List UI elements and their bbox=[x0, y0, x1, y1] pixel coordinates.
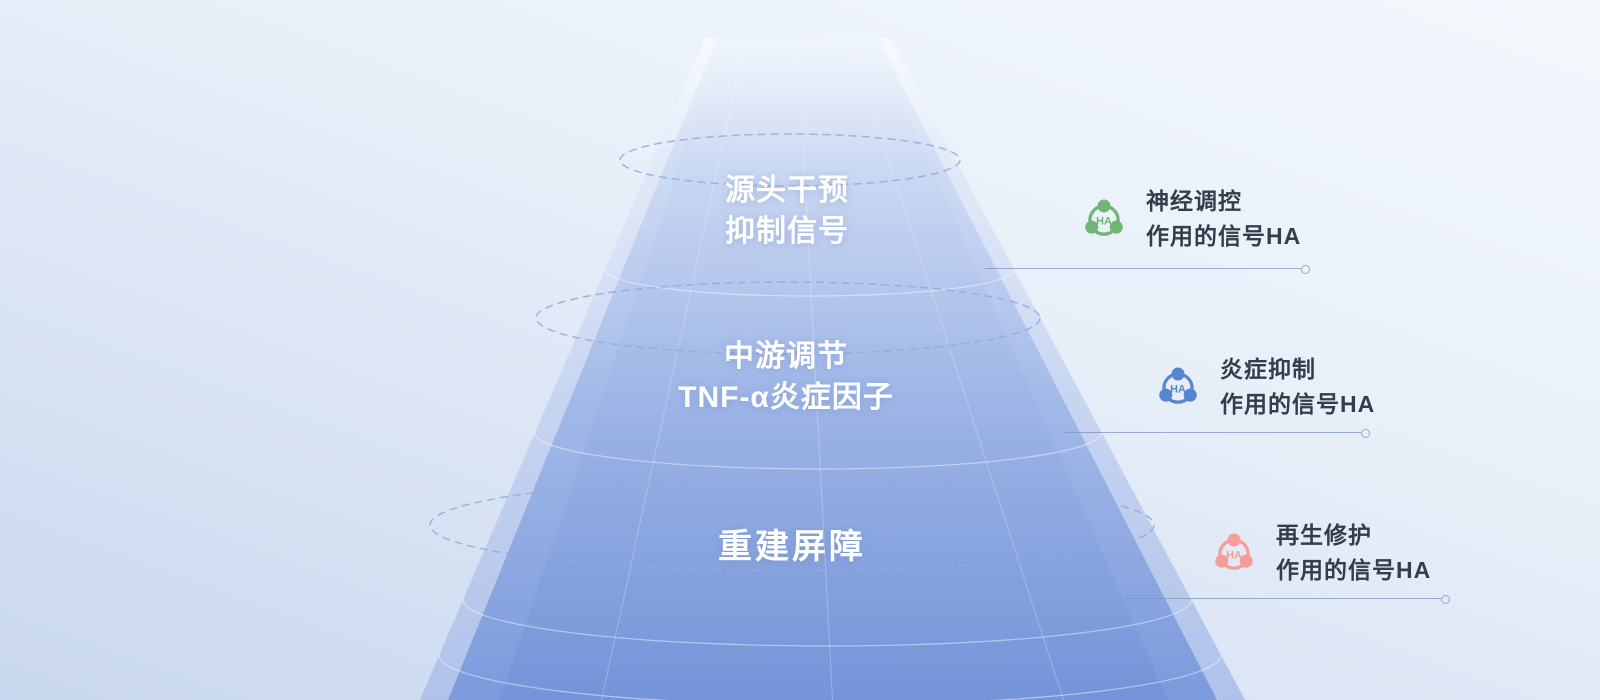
callout-subtitle: 作用的信号HA bbox=[1146, 223, 1302, 249]
ha-molecule-icon: HA bbox=[1078, 193, 1130, 245]
leader-line-2 bbox=[1065, 428, 1370, 438]
funnel-section-arc bbox=[462, 599, 1192, 647]
tier-1-line-1: 源头干预 bbox=[725, 174, 849, 207]
funnel-section-arc bbox=[534, 432, 1102, 470]
callout-title: 神经调控 bbox=[1146, 188, 1242, 214]
tier-1-line-2: 抑制信号 bbox=[725, 215, 849, 248]
callout-regeneration-repair: HA 再生修护 作用的信号HA bbox=[1208, 518, 1431, 588]
tier-3-line-1: 重建屏障 bbox=[718, 528, 866, 566]
callout-text: 再生修护 作用的信号HA bbox=[1276, 518, 1431, 588]
leader-line-3 bbox=[1125, 594, 1450, 604]
leader-endpoint-1 bbox=[1301, 264, 1310, 274]
funnel-meridian bbox=[848, 37, 1064, 700]
callout-subtitle: 作用的信号HA bbox=[1220, 391, 1376, 417]
funnel-left-edge-highlight bbox=[420, 38, 717, 700]
callout-inflammation-inhibition: HA 炎症抑制 作用的信号HA bbox=[1152, 352, 1375, 422]
callout-text: 炎症抑制 作用的信号HA bbox=[1220, 352, 1375, 422]
tier-dashed-ellipse-1 bbox=[619, 133, 961, 187]
funnel-cone-core bbox=[500, 38, 1168, 700]
callout-title: 炎症抑制 bbox=[1220, 356, 1316, 382]
callout-title: 再生修护 bbox=[1276, 522, 1372, 548]
tier-2-line-2: TNF-α炎症因子 bbox=[678, 381, 894, 414]
callout-neural-regulation: HA 神经调控 作用的信号HA bbox=[1078, 184, 1301, 254]
leader-endpoint-2 bbox=[1361, 428, 1370, 438]
ha-molecule-icon: HA bbox=[1152, 361, 1204, 413]
tier-2-line-1: 中游调节 bbox=[724, 340, 848, 373]
tier-dashed-ellipse-2 bbox=[535, 281, 1041, 355]
funnel-meridian bbox=[797, 37, 833, 700]
funnel-tier-3-label: 重建屏障 bbox=[718, 527, 866, 568]
funnel-meridian bbox=[601, 37, 747, 700]
leader-line-1 bbox=[985, 264, 1310, 274]
ha-icon-label: HA bbox=[1096, 215, 1112, 227]
funnel-section-arc bbox=[438, 654, 1222, 700]
ha-icon-label: HA bbox=[1226, 549, 1242, 561]
tier-dashed-ellipse-3 bbox=[429, 478, 1155, 572]
leader-endpoint-3 bbox=[1441, 594, 1450, 604]
funnel-section-arc bbox=[605, 269, 1015, 297]
funnel-tier-2-label: 中游调节 TNF-α炎症因子 bbox=[678, 336, 894, 418]
ha-icon-label: HA bbox=[1170, 383, 1186, 395]
callout-subtitle: 作用的信号HA bbox=[1276, 557, 1432, 583]
funnel-tier-1-label: 源头干预 抑制信号 bbox=[725, 170, 849, 252]
ha-molecule-icon: HA bbox=[1208, 527, 1260, 579]
funnel-right-edge-highlight bbox=[878, 38, 1245, 700]
callout-text: 神经调控 作用的信号HA bbox=[1146, 184, 1301, 254]
